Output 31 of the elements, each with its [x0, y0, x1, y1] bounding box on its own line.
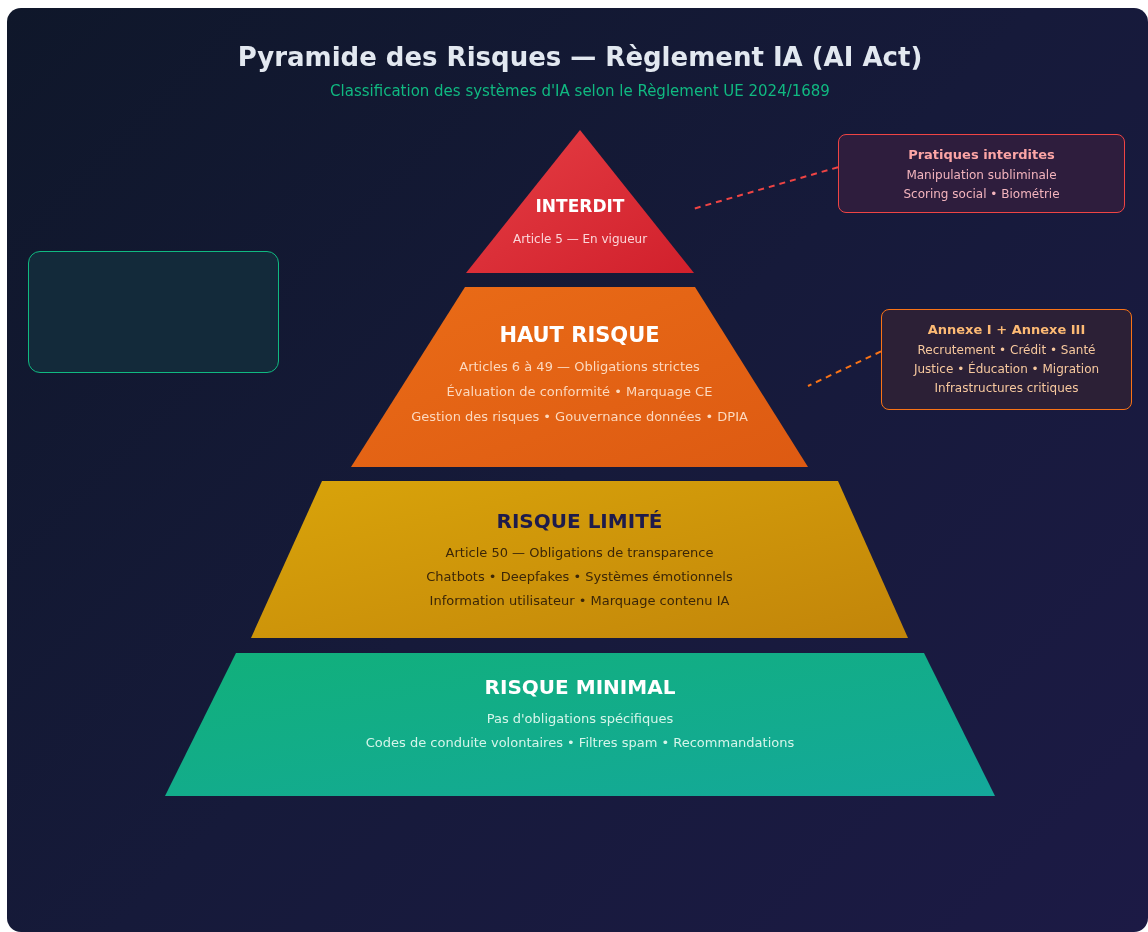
pyramid-tier: [466, 130, 694, 273]
tier-description: Pas d'obligations spécifiques: [485, 711, 675, 726]
callout-text: Recrutement • Crédit • Santé: [916, 343, 1097, 357]
tier-title: HAUT RISQUE: [498, 323, 661, 347]
tier-description: Chatbots • Deepfakes • Systèmes émotionnels: [425, 569, 734, 584]
callout-title: Pratiques interdites: [907, 147, 1056, 162]
tier-description: Information utilisateur • Marquage contenu IA: [428, 593, 731, 608]
tier-title: RISQUE MINIMAL: [483, 675, 677, 699]
diagram-subtitle: Classification des systèmes d'IA selon le Règlement UE 2024/1689: [329, 82, 831, 100]
callout-text: Scoring social • Biométrie: [902, 187, 1061, 201]
leader-line: [807, 350, 882, 387]
pyramid-tier: [351, 287, 808, 467]
tier-description: Articles 6 à 49 — Obligations strictes: [458, 359, 701, 374]
tier-description: Gestion des risques • Gouvernance données • DPIA: [410, 409, 749, 424]
pyramid-tier: [251, 481, 908, 638]
callout-text: Justice • Éducation • Migration: [912, 362, 1101, 376]
callout-box: [881, 309, 1132, 410]
callout-text: Manipulation subliminale: [905, 168, 1058, 182]
tier-description: Codes de conduite volontaires • Filtres spam • Recommandations: [364, 735, 796, 750]
tier-description: Article 5 — En vigueur: [511, 232, 649, 246]
callout-title: Annexe I + Annexe III: [926, 322, 1087, 337]
callout-box: [838, 134, 1125, 213]
tier-title: RISQUE LIMITÉ: [495, 509, 664, 533]
tier-description: Évaluation de conformité • Marquage CE: [445, 384, 714, 399]
tier-title: INTERDIT: [534, 196, 626, 216]
leader-line: [693, 166, 839, 210]
callout-text: Infrastructures critiques: [933, 381, 1080, 395]
empty-box: [28, 251, 279, 373]
pyramid-tier: [165, 653, 995, 796]
diagram-title: Pyramide des Risques — Règlement IA (AI Act): [236, 42, 924, 72]
tier-description: Article 50 — Obligations de transparence: [444, 545, 715, 560]
